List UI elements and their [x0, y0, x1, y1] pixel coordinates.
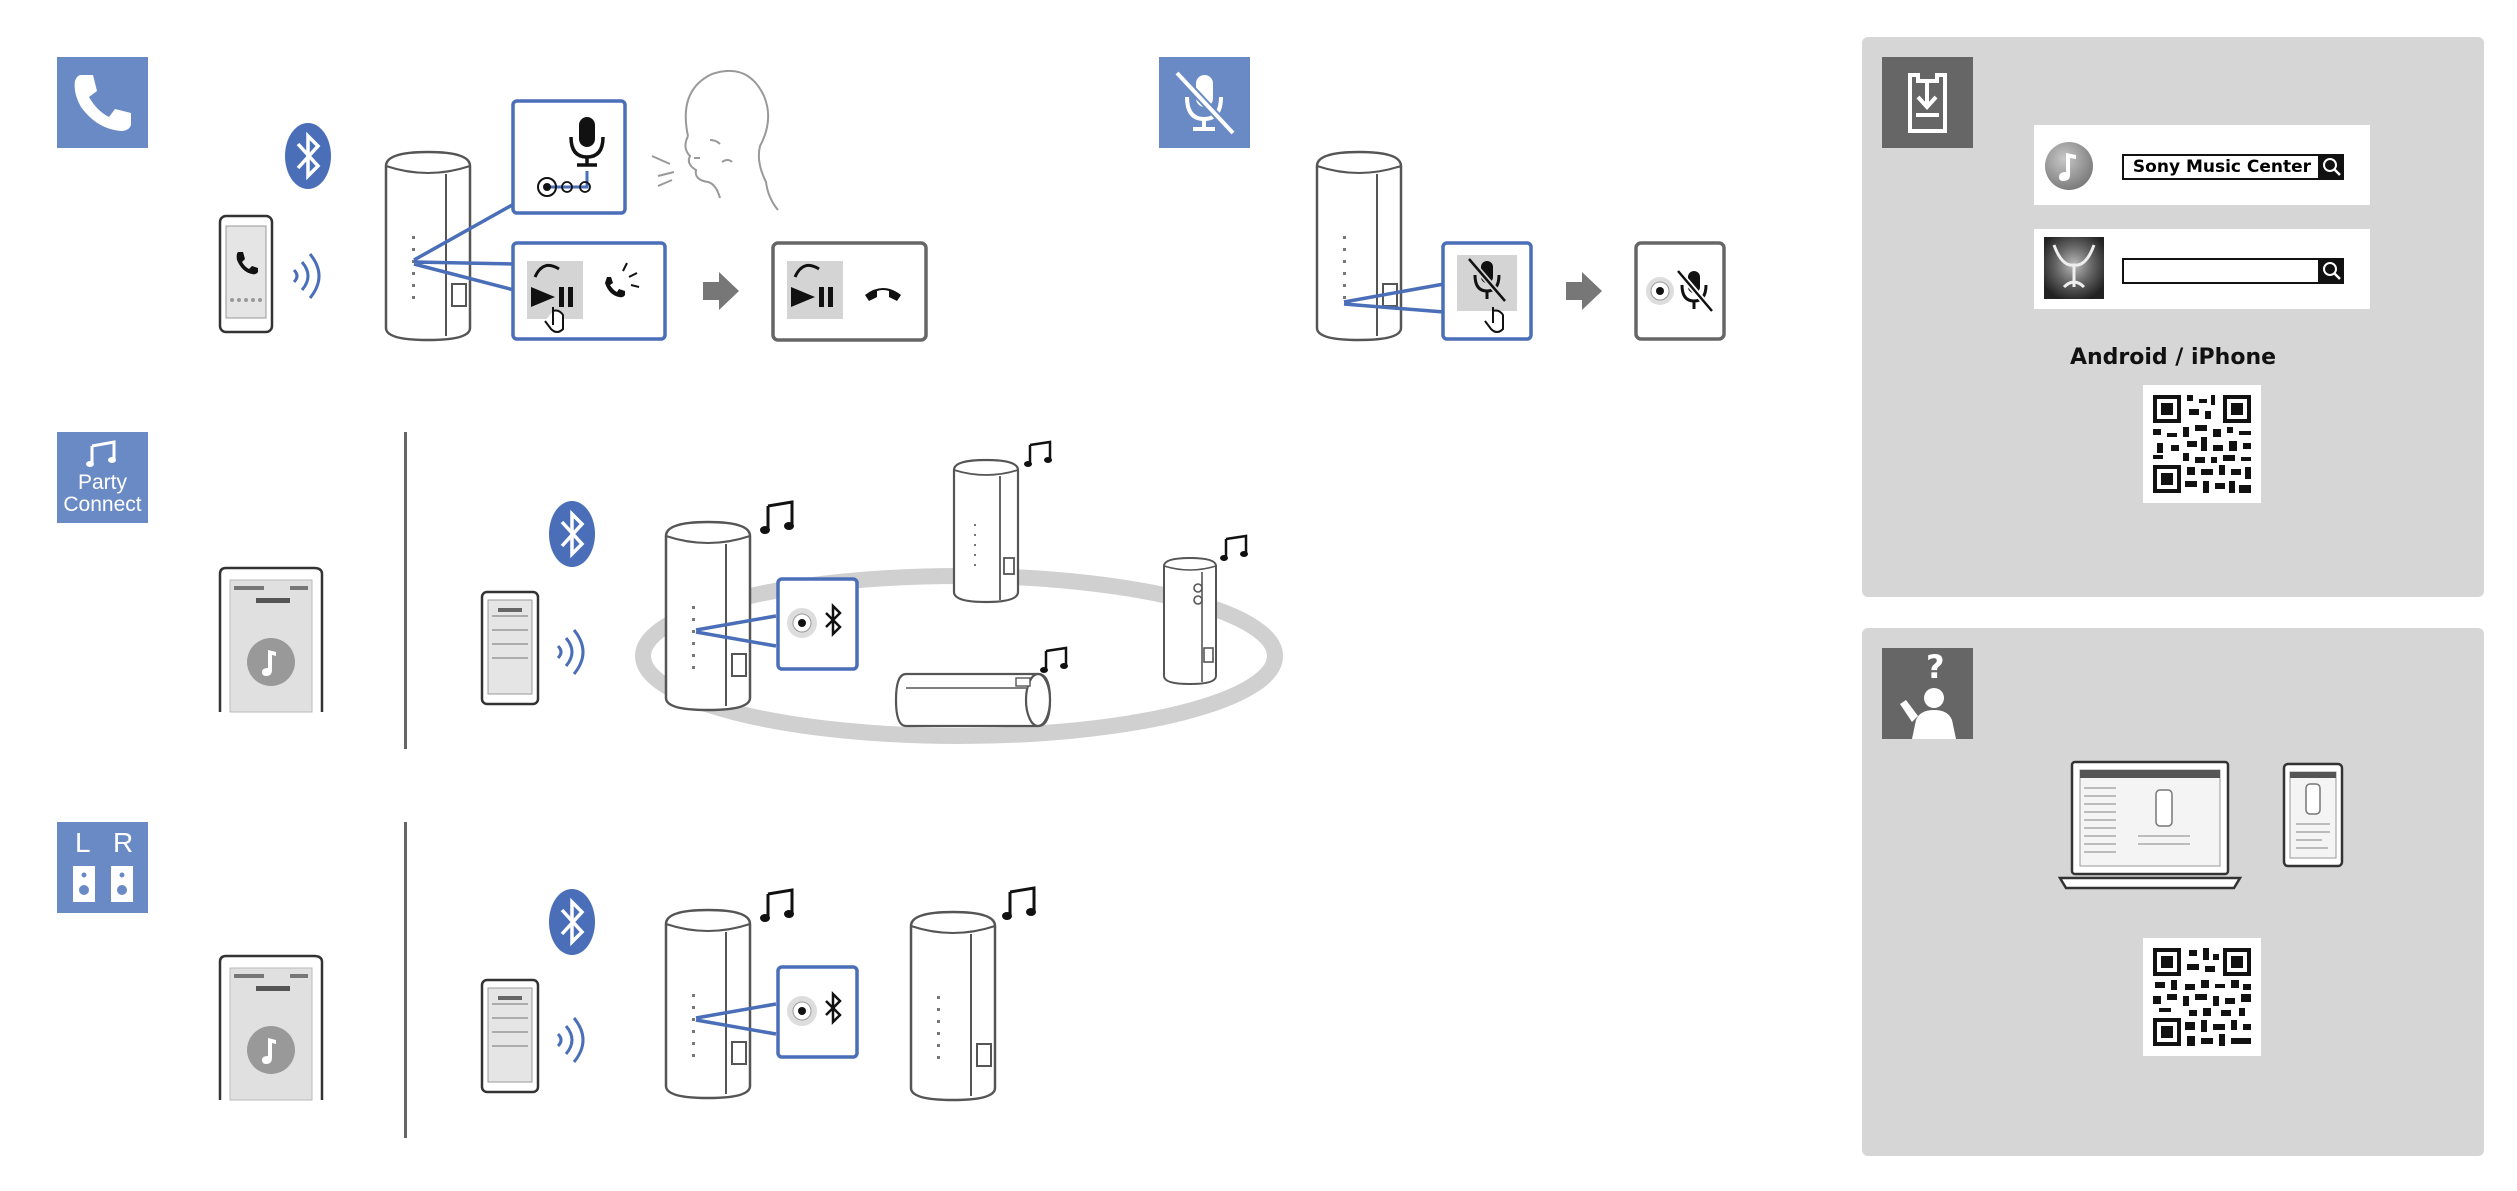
- arrow-right-icon: [1566, 272, 1602, 310]
- music-note-icon: [1040, 646, 1070, 676]
- smartphone-small: [480, 590, 600, 708]
- help-qr-code[interactable]: [2143, 938, 2261, 1056]
- smartphone-small: [480, 978, 600, 1096]
- party-label-line1: Party: [57, 472, 148, 494]
- music-note-icon: [760, 500, 798, 536]
- stereo-pair-section-badge: L R: [57, 822, 148, 913]
- section-divider: [404, 432, 407, 749]
- mute-callout-lines: [1340, 280, 1450, 320]
- platform-label: Android / iPhone: [1862, 345, 2484, 370]
- call-section-badge: [57, 57, 148, 148]
- party-label-line2: Connect: [57, 494, 148, 516]
- hangup-result-box: [771, 241, 928, 342]
- mic-mute-icon: [1159, 57, 1250, 148]
- search-field-2[interactable]: [2122, 258, 2322, 284]
- music-note-icon: [1024, 440, 1054, 470]
- bluetooth-icon: [548, 500, 598, 568]
- music-app-icon: [2044, 141, 2094, 191]
- person-speaking: [648, 66, 778, 212]
- smartphone-app: [218, 954, 326, 1102]
- party-connect-section-badge: Party Connect: [57, 432, 148, 523]
- speaker-party-right: [1160, 556, 1220, 686]
- search-button-2[interactable]: [2318, 258, 2344, 284]
- bluetooth-icon: [548, 888, 598, 956]
- music-note-icon: [760, 888, 798, 924]
- search-field-text: Sony Music Center: [2124, 156, 2320, 178]
- call-button-callout-box: [511, 241, 667, 341]
- laptop-help-guide: [2058, 760, 2244, 892]
- mute-result-box: [1634, 241, 1726, 341]
- speaker-party-top: [950, 458, 1022, 604]
- help-guide-panel: ?: [1862, 628, 2484, 1156]
- mic-mute-section-badge: [1159, 57, 1250, 148]
- help-section-badge: ?: [1882, 648, 1973, 739]
- speaker-party-lying: [892, 664, 1056, 736]
- stereo-speakers-icon: [71, 864, 137, 904]
- smartphone-app: [218, 566, 326, 714]
- music-note-icon: [1220, 534, 1250, 564]
- arrow-right-icon: [703, 272, 739, 310]
- stereo-callout-lines: [694, 1000, 780, 1040]
- music-note-icon: [1002, 886, 1040, 922]
- app-download-icon: [1882, 57, 1973, 148]
- section-divider: [404, 822, 407, 1138]
- app-thumbnail-image: [2044, 237, 2104, 299]
- party-callout-lines: [694, 612, 780, 652]
- smartphone-help-guide: [2282, 762, 2344, 868]
- right-channel-label: R: [113, 828, 133, 858]
- mute-button-callout-box: [1441, 241, 1533, 341]
- smartphone-call: [218, 212, 338, 338]
- bluetooth-icon: [284, 122, 336, 192]
- music-note-icon: [86, 440, 120, 468]
- qr-code-icon: [2143, 938, 2261, 1056]
- search-button[interactable]: [2318, 154, 2344, 180]
- phone-icon: [57, 57, 148, 148]
- party-button-callout-box: [776, 577, 859, 671]
- app-download-panel: Sony Music Center Android / iPhone: [1862, 37, 2484, 597]
- help-person-icon: [1882, 648, 1973, 739]
- app-qr-code[interactable]: [2143, 385, 2261, 503]
- speaker-stereo-right: [905, 910, 1001, 1102]
- stereo-button-callout-box: [776, 965, 859, 1059]
- app-search-row-2: [2034, 229, 2370, 309]
- callout-lines: [410, 200, 520, 300]
- mic-callout-box: [511, 99, 627, 215]
- search-field[interactable]: Sony Music Center: [2122, 154, 2322, 180]
- app-search-row: Sony Music Center: [2034, 125, 2370, 205]
- left-channel-label: L: [75, 828, 91, 858]
- search-icon: [2318, 258, 2344, 284]
- search-icon: [2318, 154, 2344, 180]
- qr-code-icon: [2143, 385, 2261, 503]
